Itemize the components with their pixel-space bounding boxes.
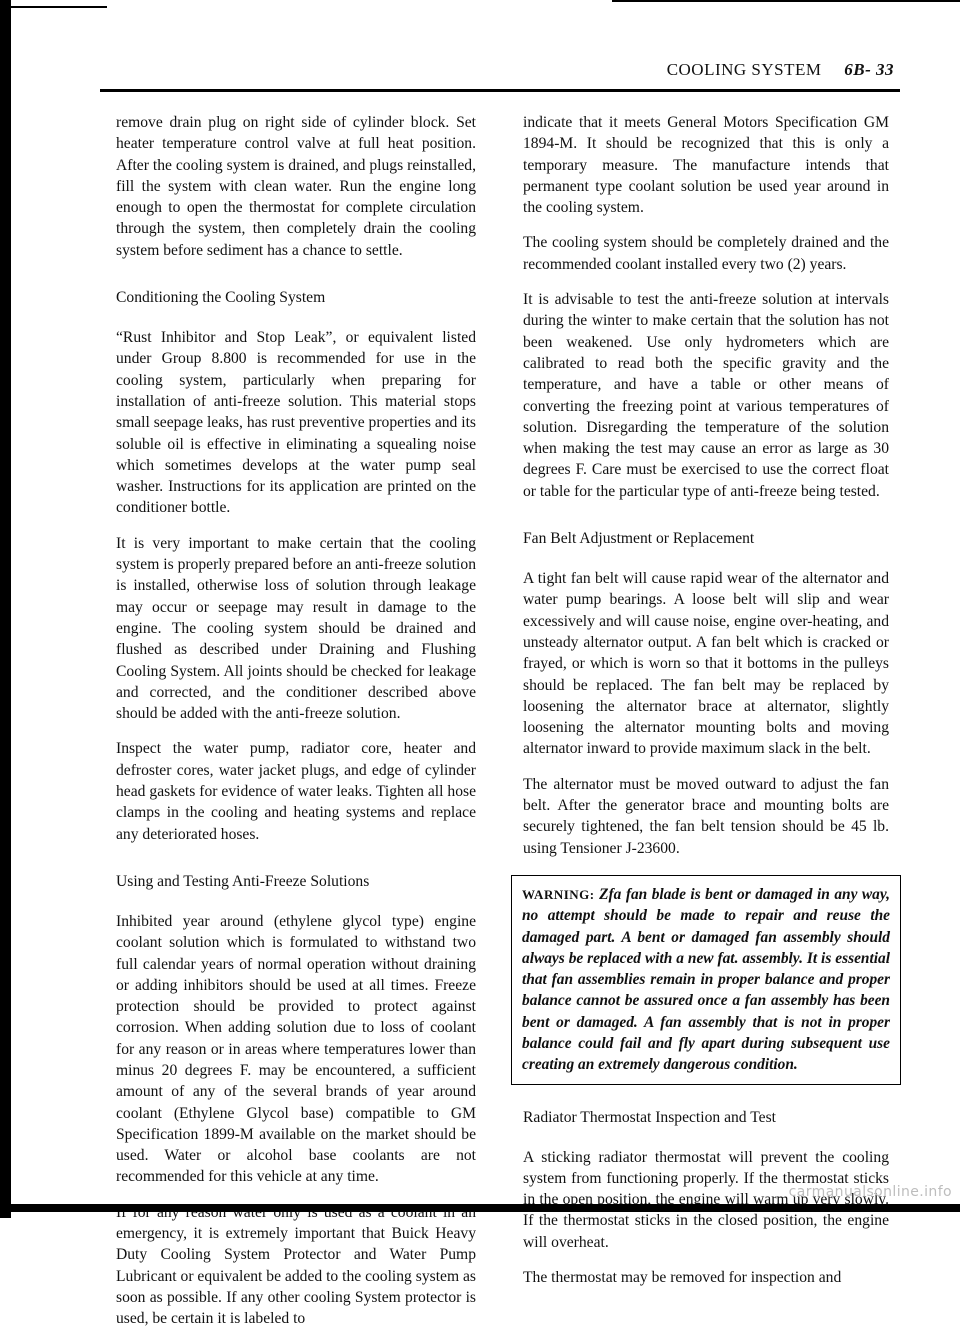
section-heading: Fan Belt Adjustment or Replacement bbox=[523, 530, 755, 548]
right-column: indicate that it meets General Motors Sp… bbox=[511, 112, 901, 1302]
paragraph: indicate that it meets General Motors Sp… bbox=[523, 114, 889, 217]
watermark-text: carmanualsonline.info bbox=[788, 1184, 952, 1200]
paragraph: “Rust Inhibitor and Stop Leak”, or equiv… bbox=[116, 329, 476, 517]
warning-box: WARNING: Zfa fan blade is bent or damage… bbox=[511, 874, 901, 1085]
paragraph: The alternator must be moved outward to … bbox=[523, 775, 889, 857]
paragraph: Inspect the water pump, radiator core, h… bbox=[116, 740, 476, 843]
paragraph: The thermostat may be removed for inspec… bbox=[523, 1269, 842, 1287]
paragraph: It is advisable to test the anti-freeze … bbox=[523, 291, 889, 500]
page-spine-bar bbox=[0, 0, 11, 1218]
top-rule-right bbox=[612, 0, 960, 2]
section-page-number: 6B- 33 bbox=[844, 60, 894, 79]
top-rule-left bbox=[11, 6, 107, 8]
warning-label: WARNING: bbox=[522, 886, 595, 902]
section-heading: Using and Testing Anti-Freeze Solutions bbox=[116, 872, 370, 890]
warning-text: Zfa fan blade is bent or damaged in any … bbox=[522, 885, 890, 1074]
paragraph: remove drain plug on right side of cylin… bbox=[116, 114, 476, 259]
bottom-rule bbox=[0, 1204, 960, 1212]
paragraph: A tight fan belt will cause rapid wear o… bbox=[523, 570, 889, 758]
paragraph: It is very important to make certain tha… bbox=[116, 534, 476, 723]
header-rule bbox=[100, 89, 900, 92]
page-header: COOLING SYSTEM 6B- 33 bbox=[667, 60, 894, 80]
paragraph: Inhibited year around (ethylene glycol t… bbox=[116, 912, 476, 1186]
section-heading: Radiator Thermostat Inspection and Test bbox=[523, 1108, 776, 1126]
section-heading: Conditioning the Cooling System bbox=[116, 289, 326, 307]
paragraph: If for any reason water only is used as … bbox=[116, 1203, 476, 1328]
paragraph: The cooling system should be completely … bbox=[523, 234, 889, 273]
left-column: remove drain plug on right side of cylin… bbox=[116, 112, 476, 1344]
header-title: COOLING SYSTEM bbox=[666, 60, 822, 79]
